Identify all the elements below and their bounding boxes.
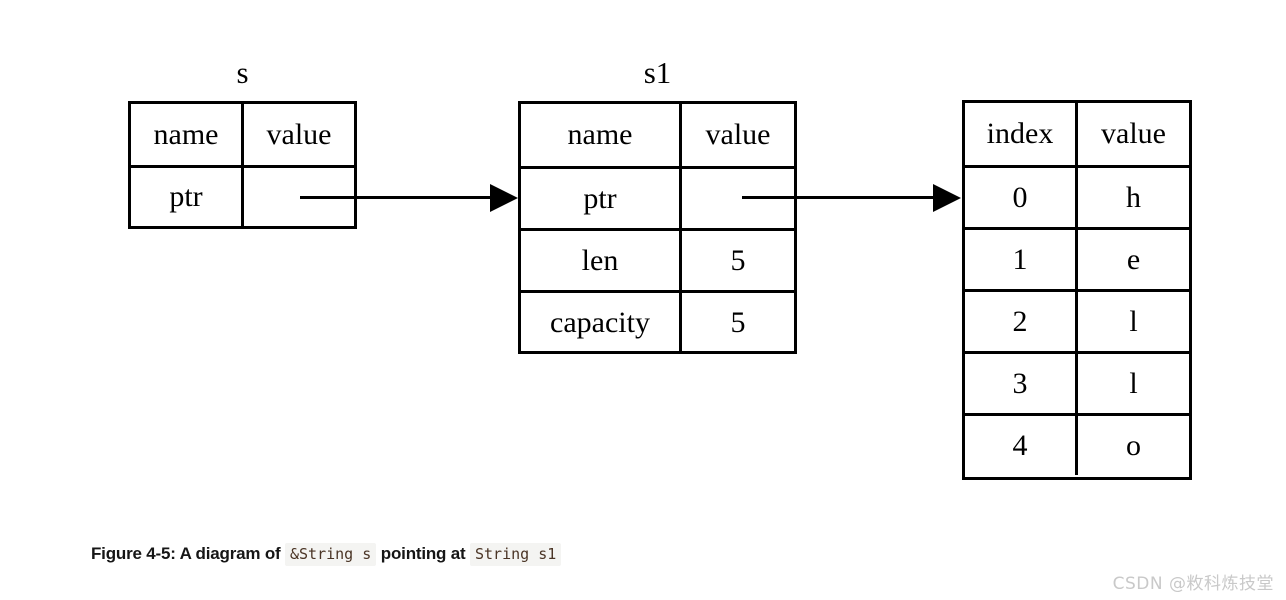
cell-field-name: len xyxy=(521,231,682,290)
cell-value: l xyxy=(1129,366,1138,400)
table-row: ptr xyxy=(131,165,354,226)
table-row: len 5 xyxy=(521,228,794,290)
table-row: ptr xyxy=(521,166,794,228)
table-header-row: name value xyxy=(521,104,794,166)
table-label-s: s xyxy=(236,55,249,90)
caption-middle: pointing at xyxy=(376,544,470,563)
cell-field-name: capacity xyxy=(521,293,682,352)
table-row: 1 e xyxy=(965,227,1189,289)
caption-code-string-s: &String s xyxy=(285,543,377,566)
caption-code-string-s1: String s1 xyxy=(470,543,562,566)
table-stack-s: name value ptr xyxy=(128,101,357,229)
cell-index: 2 xyxy=(965,292,1078,351)
cell-field-name: ptr xyxy=(131,168,244,226)
cell-field-value xyxy=(682,169,794,228)
header-cell-name: name xyxy=(521,104,682,166)
table-row: 2 l xyxy=(965,289,1189,351)
header-cell-index: index xyxy=(965,103,1078,165)
cell-index: 4 xyxy=(965,416,1078,475)
table-label-s1: s1 xyxy=(643,55,672,90)
header-cell-value: value xyxy=(1101,117,1166,150)
table-header-row: name value xyxy=(131,104,354,165)
cell-field-value: 5 xyxy=(730,243,746,277)
cell-index: 3 xyxy=(965,354,1078,413)
cell-index: 1 xyxy=(965,230,1078,289)
cell-value: h xyxy=(1126,180,1141,214)
caption-prefix: Figure 4-5: A diagram of xyxy=(91,544,285,563)
cell-field-value: 5 xyxy=(730,305,746,339)
table-row: 4 o xyxy=(965,413,1189,475)
header-cell-name: name xyxy=(131,104,244,165)
cell-value: o xyxy=(1126,428,1141,462)
table-row: 3 l xyxy=(965,351,1189,413)
table-row: 0 h xyxy=(965,165,1189,227)
header-cell-value: value xyxy=(266,117,332,151)
cell-value: l xyxy=(1129,304,1138,338)
cell-field-value xyxy=(244,168,354,226)
cell-field-name: ptr xyxy=(521,169,682,228)
figure-caption: Figure 4-5: A diagram of &String s point… xyxy=(91,543,562,566)
arrow-head-icon xyxy=(933,184,961,212)
cell-index: 0 xyxy=(965,168,1078,227)
table-header-row: index value xyxy=(965,103,1189,165)
table-stack-s1: name value ptr len 5 capacity 5 xyxy=(518,101,797,354)
header-cell-value: value xyxy=(705,118,771,151)
watermark: CSDN @敉科炼技堂 xyxy=(1112,574,1274,594)
cell-value: e xyxy=(1126,242,1141,276)
arrow-head-icon xyxy=(490,184,518,212)
table-heap-buffer: index value 0 h 1 e 2 l 3 l 4 o xyxy=(962,100,1192,480)
table-row: capacity 5 xyxy=(521,290,794,352)
